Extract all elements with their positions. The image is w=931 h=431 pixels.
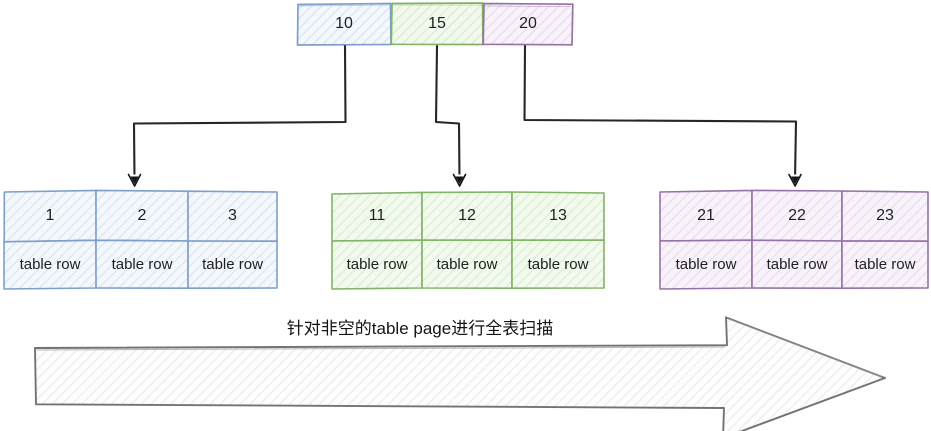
root-cell-10[interactable] bbox=[296, 2, 392, 46]
connector-group bbox=[127, 44, 802, 187]
table-page-green-cell-2[interactable] bbox=[421, 191, 513, 241]
table-page-blue-row-3[interactable] bbox=[187, 240, 278, 289]
connector-10-to-page-blue bbox=[127, 44, 347, 187]
table-page-blue-cell-1[interactable] bbox=[3, 189, 97, 243]
table-page-green-row-1[interactable] bbox=[331, 239, 423, 290]
table-page-green-cell-1[interactable] bbox=[331, 191, 423, 242]
full-table-scan-arrow bbox=[34, 316, 886, 431]
connector-20-to-page-purple bbox=[523, 44, 802, 187]
table-page-green-row-2[interactable] bbox=[421, 239, 513, 289]
table-page-blue-cell-3[interactable] bbox=[187, 190, 278, 242]
root-cell-20[interactable] bbox=[482, 2, 574, 46]
table-page-blue-cell-2[interactable] bbox=[95, 189, 189, 242]
table-page-green-cell-3[interactable] bbox=[511, 191, 605, 241]
table-page-purple-cell-1[interactable] bbox=[659, 189, 753, 242]
index-root-node bbox=[296, 2, 574, 46]
root-cell-15[interactable] bbox=[390, 2, 484, 46]
table-page-green bbox=[331, 191, 605, 290]
table-page-purple-row-3[interactable] bbox=[841, 240, 929, 289]
table-page-blue bbox=[3, 189, 278, 290]
table-page-blue-row-2[interactable] bbox=[95, 239, 189, 289]
table-page-purple-cell-2[interactable] bbox=[751, 189, 843, 242]
table-page-purple-row-1[interactable] bbox=[659, 239, 753, 290]
table-page-purple-cell-3[interactable] bbox=[841, 190, 929, 242]
table-page-purple bbox=[659, 189, 929, 290]
table-page-green-row-3[interactable] bbox=[511, 239, 605, 289]
connector-15-to-page-green bbox=[434, 44, 467, 187]
table-page-blue-row-1[interactable] bbox=[3, 239, 97, 290]
table-page-purple-row-2[interactable] bbox=[751, 239, 843, 289]
